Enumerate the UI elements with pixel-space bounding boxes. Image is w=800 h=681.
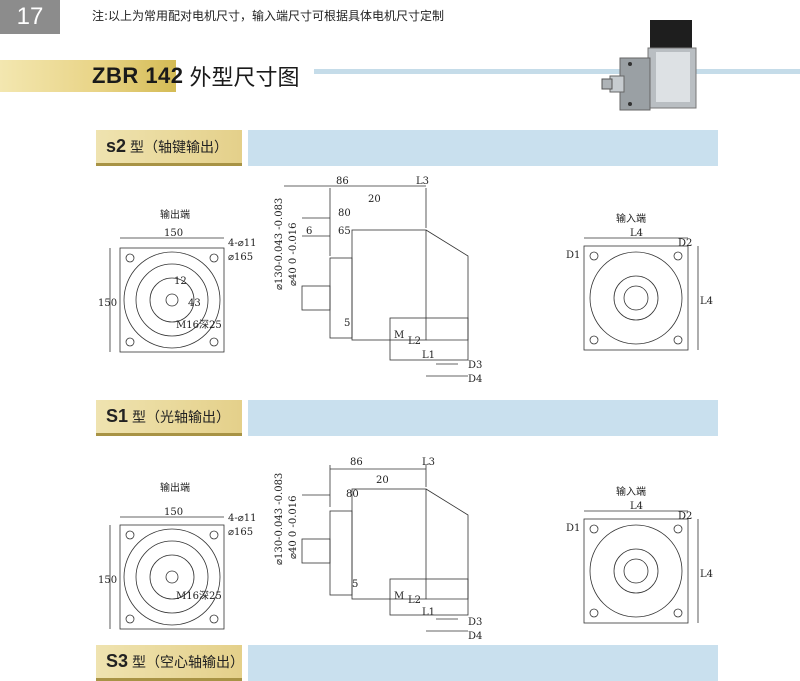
label-input-end: 输入端 — [616, 485, 646, 498]
dim-D3: D3 — [468, 617, 482, 628]
dim-D3: D3 — [468, 360, 482, 371]
label-input-end: 输入端 — [616, 212, 646, 225]
section-bar — [248, 645, 718, 681]
dim-65: 65 — [338, 226, 351, 237]
customization-note: 注:以上为常用配对电机尺寸，输入端尺寸可根据具体电机尺寸定制 — [92, 9, 445, 23]
dim-thread: M16深25 — [176, 319, 222, 331]
section-code: S1 — [106, 406, 129, 426]
dim-bolt-circle: ⌀165 — [228, 252, 253, 263]
dim-20: 20 — [376, 475, 389, 486]
section-header-s3: S3 型（空心轴输出） — [96, 645, 718, 681]
label-output-end: 输出端 — [160, 481, 190, 494]
section-desc: 型（轴键输出） — [130, 139, 229, 156]
dim-6: 6 — [306, 226, 312, 237]
dim-12: 12 — [174, 276, 187, 287]
section-bar — [248, 130, 718, 166]
dim-L1: L1 — [422, 607, 435, 618]
dim-M: M — [394, 330, 404, 341]
dim-150-width: 150 — [164, 507, 183, 518]
dim-L4-width: L4 — [630, 228, 643, 239]
dim-150-width: 150 — [164, 228, 183, 239]
model-name: ZBR 142 — [92, 63, 184, 88]
dim-150-height: 150 — [98, 298, 117, 309]
dim-L4-width: L4 — [630, 501, 643, 512]
dim-D1: D1 — [566, 523, 580, 534]
dim-L3: L3 — [422, 457, 435, 468]
dim-bolt-circle: ⌀165 — [228, 527, 253, 538]
dim-80: 80 — [338, 208, 351, 219]
dim-D4: D4 — [468, 374, 482, 385]
dim-L3: L3 — [416, 176, 429, 187]
dim-D1: D1 — [566, 250, 580, 261]
dim-holes: 4-⌀11 — [228, 238, 257, 249]
dim-holes: 4-⌀11 — [228, 513, 257, 524]
dim-L4-height: L4 — [700, 296, 713, 307]
dim-L4-height: L4 — [700, 569, 713, 580]
technical-drawing: 输出端 150 4-⌀11 ⌀165 150 M16深25 86 L3 20 8… — [98, 457, 713, 642]
dim-5: 5 — [352, 579, 358, 590]
dim-pilot: ⌀130-0.043 -0.083 — [274, 198, 285, 290]
section-label: S3 型（空心轴输出） — [96, 645, 245, 681]
title-subtitle: 外型尺寸图 — [189, 66, 300, 91]
section-code: S3 — [106, 651, 129, 671]
dim-M: M — [394, 591, 404, 602]
dim-86: 86 — [336, 176, 349, 187]
drawing-s1: 输出端 150 4-⌀11 ⌀165 150 M16深25 86 L3 20 8… — [96, 440, 716, 670]
dim-5: 5 — [344, 318, 350, 329]
dim-shaft: ⌀40 0 -0.016 — [288, 223, 299, 286]
dim-86: 86 — [350, 457, 363, 468]
dim-150-height: 150 — [98, 575, 117, 586]
section-label: S1 型（光轴输出） — [96, 400, 242, 436]
section-desc: 型（空心轴输出） — [132, 654, 245, 671]
section-bar — [248, 400, 718, 436]
section-header-s2: s2 型（轴键输出） — [96, 130, 718, 166]
section-desc: 型（光轴输出） — [132, 409, 231, 426]
dim-D2: D2 — [678, 511, 692, 522]
section-label: s2 型（轴键输出） — [96, 130, 242, 166]
dim-L1: L1 — [422, 350, 435, 361]
section-code: s2 — [106, 136, 127, 156]
title-rule — [314, 69, 800, 74]
dim-43: 43 — [188, 298, 201, 309]
dim-pilot: ⌀130-0.043 -0.083 — [274, 473, 285, 565]
page-title: ZBR 142 外型尺寸图 — [92, 60, 300, 92]
dim-L2: L2 — [408, 336, 421, 347]
dim-20: 20 — [368, 194, 381, 205]
technical-drawing: 输出端 150 4-⌀11 ⌀165 150 12 43 M16深25 86 L… — [98, 176, 713, 385]
dim-shaft: ⌀40 0 -0.016 — [288, 496, 299, 559]
title-band — [0, 60, 176, 92]
dim-thread: M16深25 — [176, 590, 222, 602]
drawing-s2: 输出端 150 4-⌀11 ⌀165 150 12 43 M16深25 86 L… — [96, 168, 716, 398]
dim-L2: L2 — [408, 595, 421, 606]
dim-D4: D4 — [468, 631, 482, 642]
gearbox-product-image — [600, 18, 710, 128]
dim-80: 80 — [346, 489, 359, 500]
page-number: 17 — [0, 0, 60, 34]
section-header-s1: S1 型（光轴输出） — [96, 400, 718, 436]
dim-D2: D2 — [678, 238, 692, 249]
label-output-end: 输出端 — [160, 208, 190, 221]
